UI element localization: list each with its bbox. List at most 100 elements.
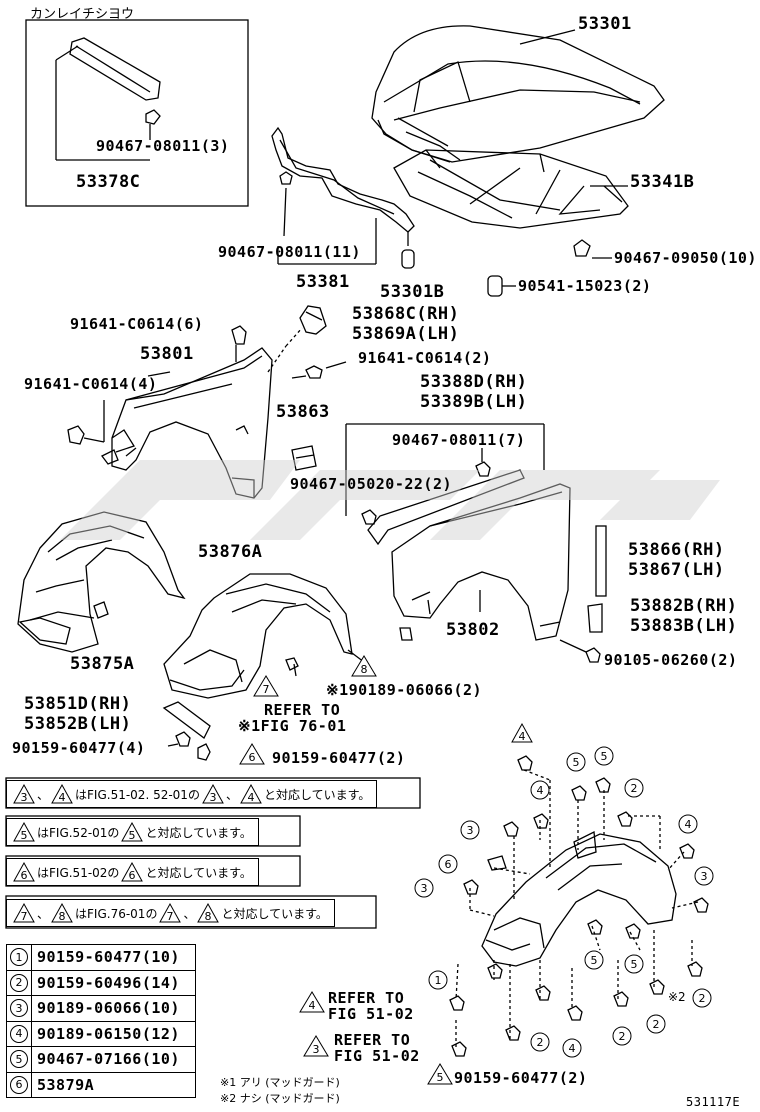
label-53863: 53863 [276, 402, 330, 422]
circle-number: 2 [10, 973, 28, 992]
label-53341b: 53341B [630, 172, 695, 192]
triangle-marker-5b: 5 [121, 821, 144, 842]
circle-number: 4 [10, 1024, 28, 1043]
label-90467-09050: 90467-09050(10) [614, 249, 757, 267]
label-90467-05020: 90467-05020-22(2) [290, 475, 453, 493]
label-refer-fig76-line2: ※1FIG 76-01 [238, 717, 347, 735]
label-90105-06260: 90105-06260(2) [604, 651, 738, 669]
svg-text:4: 4 [247, 791, 254, 804]
footnote-2: ※2 ナシ (マッドガード) [220, 1092, 340, 1105]
label-53868c: 53868C(RH) [352, 304, 460, 324]
label-53802: 53802 [446, 620, 500, 640]
label-90467-08011-7: 90467-08011(7) [392, 431, 526, 449]
label-53852b: 53852B(LH) [24, 714, 132, 734]
table-row: 4 90189-06150(12) [7, 1021, 195, 1047]
circle-number: 3 [10, 999, 28, 1018]
triangle-marker-3b: 3 [202, 783, 224, 804]
triangle-marker-7b: 7 [159, 902, 182, 923]
triangle-marker-8: 8 [51, 902, 73, 923]
part-number: 90159-60496(14) [37, 973, 180, 992]
label-91641-c0614-6: 91641-C0614(6) [70, 315, 204, 333]
fender-53801-shape [111, 347, 273, 499]
svg-text:5: 5 [591, 954, 598, 967]
svg-text:4: 4 [569, 1042, 576, 1055]
triangle-marker-4: 4 [51, 783, 73, 804]
svg-text:3: 3 [421, 882, 428, 895]
svg-text:3: 3 [467, 824, 474, 837]
label-53866: 53866(RH) [628, 540, 725, 560]
svg-text:5: 5 [573, 756, 580, 769]
triangle-marker-7: 7 [13, 902, 35, 923]
svg-text:5: 5 [601, 750, 608, 763]
circle-number: 6 [10, 1075, 28, 1094]
table-row: 3 90189-06066(10) [7, 996, 195, 1022]
part-number: 90189-06150(12) [37, 1024, 180, 1043]
label-90159-60477-4: 90159-60477(4) [12, 739, 146, 757]
label-90159-60477-bottom: 90159-60477(2) [454, 1069, 588, 1087]
label-refer-fig51-b-line2: FIG 51-02 [334, 1047, 420, 1065]
label-53389b: 53389B(LH) [420, 392, 528, 412]
label-refer-fig76-line1: REFER TO [264, 701, 341, 719]
label-53875a: 53875A [70, 654, 135, 674]
label-53851d: 53851D(RH) [24, 694, 132, 714]
note-row-3: 6 はFIG.51-02の 6 と対応しています。 [6, 858, 259, 886]
svg-text:4: 4 [519, 730, 526, 743]
svg-text:7: 7 [21, 910, 28, 923]
label-53388d: 53388D(RH) [420, 372, 528, 392]
svg-text:3: 3 [21, 791, 28, 804]
label-refer-fig51-b-line1: REFER TO [334, 1031, 411, 1049]
svg-text:8: 8 [205, 910, 212, 923]
svg-text:3: 3 [313, 1043, 320, 1056]
label-91641-c0614-4: 91641-C0614(4) [24, 375, 158, 393]
svg-text:7: 7 [167, 910, 174, 923]
svg-text:2: 2 [631, 782, 638, 795]
svg-text:7: 7 [263, 683, 270, 696]
label-53378c: 53378C [76, 172, 141, 192]
label-91641-c0614-2: 91641-C0614(2) [358, 349, 492, 367]
note-row-4: 7 、 8 はFIG.76-01の 7 、 8 と対応しています。 [6, 899, 335, 927]
triangle-marker-6: 6 [13, 861, 35, 882]
svg-text:4: 4 [537, 784, 544, 797]
hood-inner-53341b-shape [393, 149, 629, 229]
part-53378c-shape [69, 37, 161, 101]
label-90467-08011-3: 90467-08011(3) [96, 137, 230, 155]
svg-text:3: 3 [701, 870, 708, 883]
svg-text:6: 6 [129, 869, 136, 882]
fender-bracket-53388d-shape [367, 469, 525, 546]
label-53301: 53301 [578, 14, 632, 34]
label-90541-15023: 90541-15023(2) [518, 277, 652, 295]
label-90189-06066: ※190189-06066(2) [326, 681, 483, 699]
label-53883b: 53883B(LH) [630, 616, 738, 636]
svg-text:5: 5 [437, 1071, 444, 1084]
svg-text:8: 8 [361, 663, 368, 676]
svg-text:2: 2 [699, 992, 706, 1005]
inset-frame [25, 19, 249, 207]
svg-text:5: 5 [129, 829, 136, 842]
svg-text:1: 1 [435, 974, 442, 987]
inset-title: カンレイチシヨウ [30, 7, 135, 22]
svg-text:5: 5 [21, 829, 28, 842]
triangle-marker-4b: 4 [240, 783, 262, 804]
liner-53876a-shape [163, 573, 353, 699]
part-number: 90159-60477(10) [37, 948, 180, 967]
note-row-2: 5 はFIG.52-01の 5 と対応しています。 [6, 818, 259, 846]
svg-text:4: 4 [685, 818, 692, 831]
svg-text:2: 2 [619, 1030, 626, 1043]
label-90467-08011-11: 90467-08011(11) [218, 243, 361, 261]
label-refer-fig51-a-line2: FIG 51-02 [328, 1005, 414, 1023]
circle-number: 5 [10, 1050, 28, 1069]
svg-text:4: 4 [59, 791, 66, 804]
fender-53802-shape [391, 483, 571, 641]
figure-code: 531117E [686, 1095, 741, 1109]
part-number: 90189-06066(10) [37, 999, 180, 1018]
part-number: 53879A [37, 1075, 95, 1094]
label-refer-fig51-a-line1: REFER TO [328, 989, 405, 1007]
note-row-1: 3 、 4 はFIG.51-02. 52-01の 3 、 4 と対応しています。 [6, 780, 378, 808]
liner-53875a-shape [17, 511, 186, 653]
triangle-marker-6b: 6 [121, 861, 144, 882]
label-note2-mark: ※2 [668, 990, 686, 1004]
table-row: 6 53879A [7, 1072, 195, 1097]
